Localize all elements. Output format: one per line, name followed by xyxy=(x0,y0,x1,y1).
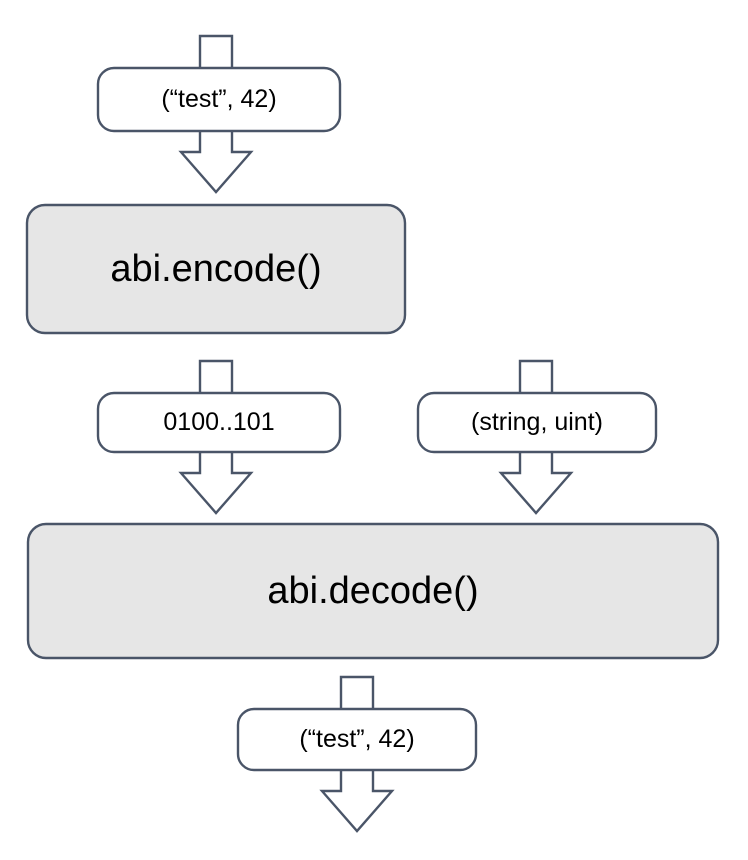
encoded-bytes-box: 0100..101 xyxy=(98,393,340,452)
input-tuple-box-shape xyxy=(96,66,342,133)
arrow-output-down xyxy=(319,770,395,833)
abi-encode-box-shape xyxy=(25,203,407,335)
abi-encode-box: abi.encode() xyxy=(27,205,405,333)
type-tuple-box-shape xyxy=(416,391,658,454)
encoded-bytes-stub-connector xyxy=(198,359,234,393)
connector-group xyxy=(178,34,574,833)
abi-encode-box-label: abi.encode() xyxy=(110,248,322,290)
abi-decode-box-shape xyxy=(26,522,720,660)
arrow-input-to-encode xyxy=(178,131,254,194)
output-tuple-box-shape xyxy=(236,707,478,772)
input-tuple-box: (“test”, 42) xyxy=(98,68,340,131)
abi-decode-box-label: abi.decode() xyxy=(267,570,479,612)
output-tuple-box-label: (“test”, 42) xyxy=(299,725,415,753)
type-tuple-box-label: (string, uint) xyxy=(471,408,603,436)
input-tuple-box-label: (“test”, 42) xyxy=(161,85,277,113)
output-stub-connector xyxy=(339,675,375,709)
type-tuple-stub-connector xyxy=(518,359,554,393)
node-shape-group xyxy=(25,66,720,772)
arrow-types-to-decode xyxy=(498,452,574,515)
type-tuple-box: (string, uint) xyxy=(418,393,656,452)
abi-decode-box: abi.decode() xyxy=(28,524,718,658)
encoded-bytes-box-label: 0100..101 xyxy=(163,408,275,436)
output-tuple-box: (“test”, 42) xyxy=(238,709,476,770)
encoded-bytes-box-shape xyxy=(96,391,342,454)
arrow-bytes-to-decode xyxy=(178,452,254,515)
input-stub-connector xyxy=(198,34,234,68)
